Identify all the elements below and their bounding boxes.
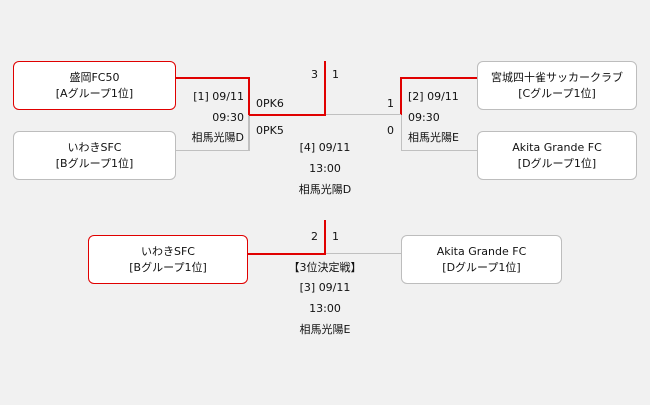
- bracket-line-final-vertical: [324, 61, 326, 115]
- team-box-iwaki-third[interactable]: いわきSFC [Bグループ1位]: [88, 235, 248, 284]
- third-venue: 相馬光陽E: [299, 323, 351, 336]
- team-group: [Dグループ1位]: [442, 260, 521, 274]
- team-name: Akita Grande FC: [436, 244, 527, 258]
- third-place-line-vertical: [324, 220, 326, 255]
- match-2-time: 09:30: [408, 111, 440, 124]
- bracket-line-right-vertical-win: [400, 77, 402, 115]
- team-group: [Bグループ1位]: [129, 260, 207, 274]
- bracket-line-left-vertical-lose: [248, 115, 250, 151]
- final-time: 13:00: [309, 162, 341, 175]
- third-match-label: [3] 09/11: [299, 281, 351, 294]
- final-match-label: [4] 09/11: [299, 141, 351, 154]
- team-box-miyagi[interactable]: 宮城四十雀サッカークラブ [Cグループ1位]: [477, 61, 637, 110]
- team-name: Akita Grande FC: [512, 140, 602, 154]
- team-group: [Bグループ1位]: [55, 156, 134, 170]
- match-1-pk-top: 0PK6: [256, 97, 284, 110]
- team-box-akita-third[interactable]: Akita Grande FC [Dグループ1位]: [401, 235, 562, 284]
- team-name: 宮城四十雀サッカークラブ: [491, 70, 623, 84]
- match-1-pk-bottom: 0PK5: [256, 124, 284, 137]
- third-time: 13:00: [309, 302, 341, 315]
- final-venue: 相馬光陽D: [298, 183, 352, 196]
- match-1-venue: 相馬光陽D: [191, 131, 244, 144]
- final-score-left: 3: [311, 68, 318, 81]
- team-box-morioka[interactable]: 盛岡FC50 [Aグループ1位]: [13, 61, 176, 110]
- bracket-line-right-top: [401, 77, 477, 79]
- bracket-line-left-vertical-win: [248, 77, 250, 115]
- team-name: いわきSFC: [141, 244, 195, 258]
- bracket-line-left-bottom: [176, 150, 249, 151]
- match-2-score-top: 1: [387, 97, 394, 110]
- team-group: [Dグループ1位]: [517, 156, 597, 170]
- bracket-line-left-to-final: [249, 114, 326, 116]
- match-1-label: [1] 09/11: [193, 90, 244, 103]
- bracket-line-right-bottom: [401, 150, 477, 151]
- match-2-score-bottom: 0: [387, 124, 394, 137]
- third-place-title: 【3位決定戦】: [288, 261, 362, 274]
- team-name: いわきSFC: [67, 140, 122, 154]
- third-score-right: 1: [332, 230, 339, 243]
- team-group: [Cグループ1位]: [518, 86, 596, 100]
- match-1-time: 09:30: [212, 111, 244, 124]
- bracket-line-right-vertical-lose: [401, 115, 402, 151]
- match-2-venue: 相馬光陽E: [408, 131, 459, 144]
- team-box-iwaki[interactable]: いわきSFC [Bグループ1位]: [13, 131, 176, 180]
- bracket-line-left-top: [176, 77, 249, 79]
- bracket-line-right-to-final: [326, 114, 401, 115]
- final-score-right: 1: [332, 68, 339, 81]
- third-score-left: 2: [311, 230, 318, 243]
- team-name: 盛岡FC50: [69, 70, 120, 84]
- team-box-akita[interactable]: Akita Grande FC [Dグループ1位]: [477, 131, 637, 180]
- third-place-line-right: [326, 253, 401, 254]
- team-group: [Aグループ1位]: [55, 86, 134, 100]
- match-2-label: [2] 09/11: [408, 90, 459, 103]
- third-place-line-left: [248, 253, 326, 255]
